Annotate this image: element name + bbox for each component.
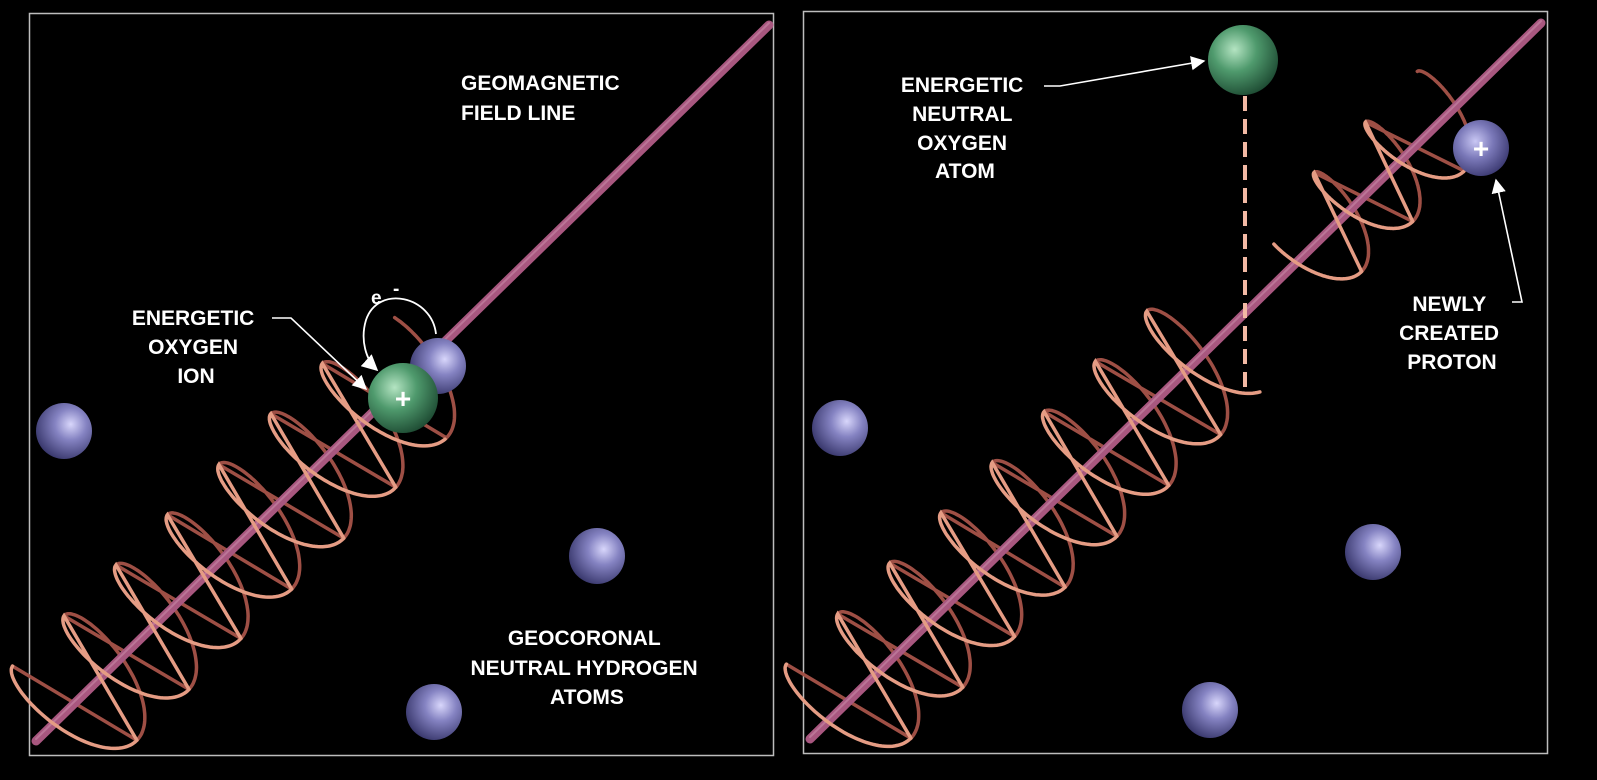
electron-label: e	[371, 288, 382, 309]
neutral-oxygen-pointer	[1044, 56, 1206, 87]
right-panel-frame	[802, 10, 1549, 755]
former-ion-spiral-front	[783, 308, 1262, 749]
oxygen-ion-label-line: OXYGEN	[148, 336, 238, 359]
electron-transfer-arrow	[360, 297, 437, 372]
hydrogen-atom	[1182, 682, 1238, 738]
neutral-oxygen-label-line: ATOM	[935, 160, 995, 183]
oxygen-ion-label: ENERGETIC OXYGEN ION	[132, 307, 260, 388]
ion-charge-sign: +	[395, 383, 411, 414]
hydrogen-atom	[1345, 524, 1401, 580]
oxygen-ion-label-line: ION	[177, 365, 214, 388]
electron-charge: -	[393, 279, 399, 300]
proton-label-line: CREATED	[1399, 322, 1499, 345]
field-line-label: GEOMAGNETIC FIELD LINE	[461, 72, 626, 125]
left-panel-frame	[28, 12, 775, 757]
hydrogen-atoms-label-line: NEUTRAL HYDROGEN	[471, 657, 698, 680]
hydrogen-atoms-label: GEOCORONAL NEUTRAL HYDROGEN ATOMS	[471, 627, 704, 709]
proton-label-line: PROTON	[1407, 351, 1496, 374]
hydrogen-atom	[406, 684, 462, 740]
field-line-highlight	[809, 20, 1542, 738]
field-line-label-line: GEOMAGNETIC	[461, 72, 620, 95]
hydrogen-atom	[36, 403, 92, 459]
right-panel: + ENERGETIC NEUTRAL OXYGEN ATOM NEWLY CR…	[783, 10, 1549, 755]
hydrogen-atoms-label-line: GEOCORONAL	[508, 627, 661, 650]
neutral-oxygen-label: ENERGETIC NEUTRAL OXYGEN ATOM	[901, 74, 1029, 183]
left-panel: e - + GEOMAGNETIC FIELD LINE ENERGETIC O…	[9, 12, 775, 757]
neutral-oxygen-label-line: ENERGETIC	[901, 74, 1024, 97]
proton-label-line: NEWLY	[1412, 293, 1486, 316]
neutral-oxygen-label-line: NEUTRAL	[912, 103, 1012, 126]
hydrogen-atom	[569, 528, 625, 584]
proton-label: NEWLY CREATED PROTON	[1399, 293, 1505, 374]
hydrogen-atom	[812, 400, 868, 456]
geomagnetic-field-line	[805, 18, 1546, 744]
neutral-oxygen-label-line: OXYGEN	[917, 132, 1007, 155]
proton-charge-sign: +	[1473, 133, 1489, 164]
neutral-oxygen-atom	[1208, 25, 1278, 95]
oxygen-ion	[368, 363, 438, 433]
proton-spiral-front	[1272, 119, 1466, 281]
new-proton	[1453, 120, 1509, 176]
proton-pointer	[1491, 178, 1523, 303]
oxygen-ion-label-line: ENERGETIC	[132, 307, 255, 330]
former-ion-spiral-back	[784, 307, 1230, 741]
oxygen-ion-pointer	[272, 317, 368, 390]
ion-gyration-spiral-front	[9, 360, 447, 751]
field-line-label-line: FIELD LINE	[461, 102, 575, 125]
hydrogen-atoms-label-line: ATOMS	[550, 686, 624, 709]
